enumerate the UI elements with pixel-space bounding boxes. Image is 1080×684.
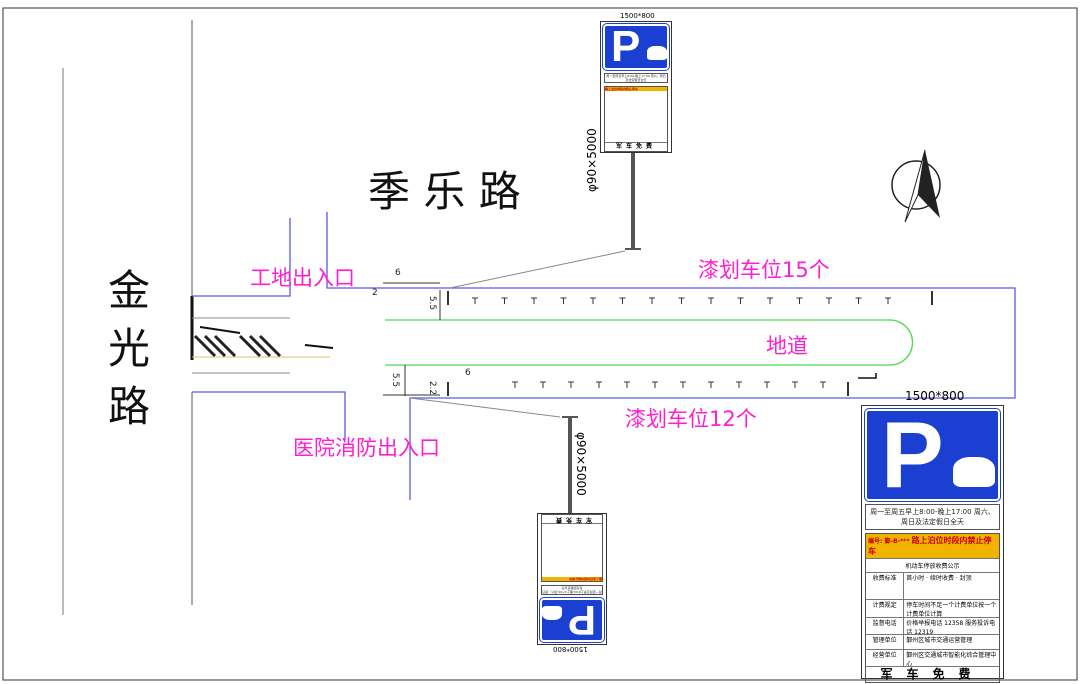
- top-sign-size: 1500*800: [620, 12, 655, 20]
- parking-p-icon: P: [567, 597, 596, 644]
- bottom-sign-size: 1500*800: [553, 645, 588, 653]
- row-value: 首小时 · 续时收费 · 封顶: [906, 575, 972, 582]
- road-char: 金: [108, 266, 151, 315]
- parking-spot-mark: [826, 297, 832, 304]
- row-value: 鄞州区交通城市智能化综合管理中心: [906, 652, 997, 666]
- row-key: 管理单位: [866, 635, 905, 649]
- parking-spot-mark: [708, 381, 714, 388]
- tunnel-outline: [385, 319, 914, 366]
- parking-spot-mark: [680, 381, 686, 388]
- parking-p-panel: P: [864, 402, 1001, 507]
- parking-spot-mark: [540, 381, 546, 388]
- car-icon: [953, 457, 995, 487]
- parking-spot-mark: [472, 297, 478, 304]
- parking-spot-mark: [737, 297, 744, 304]
- row-value: 鄞州区城市交通运营管理: [906, 637, 973, 644]
- top-pole-spec: φ90×5000: [585, 128, 599, 192]
- dim-label: 5.5: [390, 372, 401, 388]
- sign-hours: 周一至周五早上8:00-晚上17:00 周六、周日及法定假日全天: [541, 585, 603, 595]
- parking-spot-mark: [764, 381, 770, 388]
- dim-label: 2.2: [427, 380, 438, 396]
- sign-military: 军车免费: [605, 142, 667, 151]
- hatch-marks: [193, 334, 282, 358]
- parking-spot-mark: [619, 297, 626, 304]
- sign-fee-table: 路上泊位时段内禁止停车 军车免费: [604, 86, 668, 152]
- parking-spot-mark: [652, 381, 658, 388]
- hospital-entrance-label: 医院消防出入口: [293, 436, 440, 460]
- parking-spot-mark: [512, 381, 518, 388]
- road-name-jinguang: 金 光 路: [108, 262, 156, 436]
- parking-spot-mark: [531, 297, 537, 304]
- parking-spot-mark: [855, 297, 862, 304]
- arrow-mark: [199, 326, 241, 334]
- parking-spot-mark: [624, 381, 630, 388]
- car-icon: [542, 606, 562, 620]
- road-name-jile: 季 乐 路: [368, 167, 521, 216]
- row-key: 收费标准: [866, 573, 905, 599]
- sign-title: 路上泊位时段内禁止停车: [868, 536, 992, 556]
- big-sign-size: 1500*800: [905, 389, 965, 403]
- parking-p-icon: P: [611, 22, 641, 71]
- bottom-pole-spec: φ90×5000: [574, 432, 588, 496]
- sign-fee-table: 路上泊位时段内禁止停车 军车免费: [541, 514, 603, 582]
- tunnel-label: 地道: [766, 334, 808, 358]
- turn-arrow: [858, 373, 877, 379]
- parking-spot-mark: [767, 297, 773, 304]
- road-edges: [192, 212, 1016, 500]
- parking-spot-ticks: [472, 297, 891, 388]
- sign-hours: 周一至周五早上8:00-晚上17:00 周六、周日及法定假日全天: [865, 504, 1000, 530]
- sign-code: 编号: 鄞-B-***: [868, 538, 910, 545]
- bottom-parking-sign: P 周一至周五早上8:00-晚上17:00 周六、周日及法定假日全天 路上泊位时…: [537, 513, 607, 645]
- dim-label: 6: [465, 368, 471, 378]
- row-value: 价格举报电话 12358 服务投诉电话 12319: [906, 620, 996, 634]
- road-char: 光: [108, 324, 151, 373]
- sign-military: 军车免费: [542, 515, 602, 524]
- parking-spot-mark: [792, 381, 798, 388]
- parking-spot-mark: [649, 297, 655, 304]
- row-key: 监督电话: [866, 618, 905, 634]
- parking-p-icon: P: [881, 402, 944, 507]
- sign-title: 路上泊位时段内禁止停车: [605, 87, 667, 91]
- row-key: 计费规定: [866, 600, 905, 617]
- parking-spot-mark: [596, 381, 602, 388]
- dim-label: 6: [395, 268, 401, 278]
- parking-spot-mark: [885, 297, 891, 304]
- parking-spot-mark: [501, 297, 508, 304]
- row-value: 停车时间不足一个计费单位按一个计费单位计算: [906, 602, 997, 617]
- parking-p-panel: P: [602, 22, 670, 71]
- parking-spot-mark: [736, 381, 742, 388]
- parking-spot-mark: [560, 297, 567, 304]
- parking-spot-mark: [678, 297, 685, 304]
- sign-hours: 周一至周五早上8:00-晚上17:00 周六、周日及法定假日全天: [604, 73, 668, 83]
- sign-fee-table: 编号: 鄞-B-*** 路上泊位时段内禁止停车 机动车停放收费公示 收费标准首小…: [865, 533, 1000, 683]
- dim-label: 2: [372, 288, 378, 298]
- sign-military: 军车免费: [866, 666, 999, 682]
- bottom-spots-label: 漆划车位12个: [625, 407, 757, 431]
- north-arrow-icon: [891, 149, 941, 223]
- big-parking-sign: P 周一至周五早上8:00-晚上17:00 周六、周日及法定假日全天 编号: 鄞…: [861, 402, 1004, 683]
- parking-p-panel: P: [539, 597, 605, 644]
- sign-title: 路上泊位时段内禁止停车: [542, 577, 602, 581]
- road-char: 路: [108, 382, 151, 431]
- site-entrance-label: 工地出入口: [250, 266, 355, 290]
- drawing-frame: [2, 7, 1078, 681]
- parking-spot-mark: [568, 381, 574, 388]
- parking-spot-mark: [796, 297, 803, 304]
- top-pole-leader: [449, 250, 626, 289]
- parking-spot-mark: [708, 297, 714, 304]
- row-key: 经营单位: [866, 650, 905, 666]
- top-parking-sign: P 周一至周五早上8:00-晚上17:00 周六、周日及法定假日全天 路上泊位时…: [600, 21, 672, 153]
- bottom-pole-leader: [409, 397, 561, 418]
- top-spots-label: 漆划车位15个: [698, 258, 830, 282]
- parking-spot-mark: [590, 297, 596, 304]
- dim-label: 5.5: [427, 295, 438, 311]
- parking-spot-mark: [820, 381, 826, 388]
- sign-subtitle: 机动车停放收费公示: [866, 558, 999, 572]
- car-icon: [647, 46, 667, 60]
